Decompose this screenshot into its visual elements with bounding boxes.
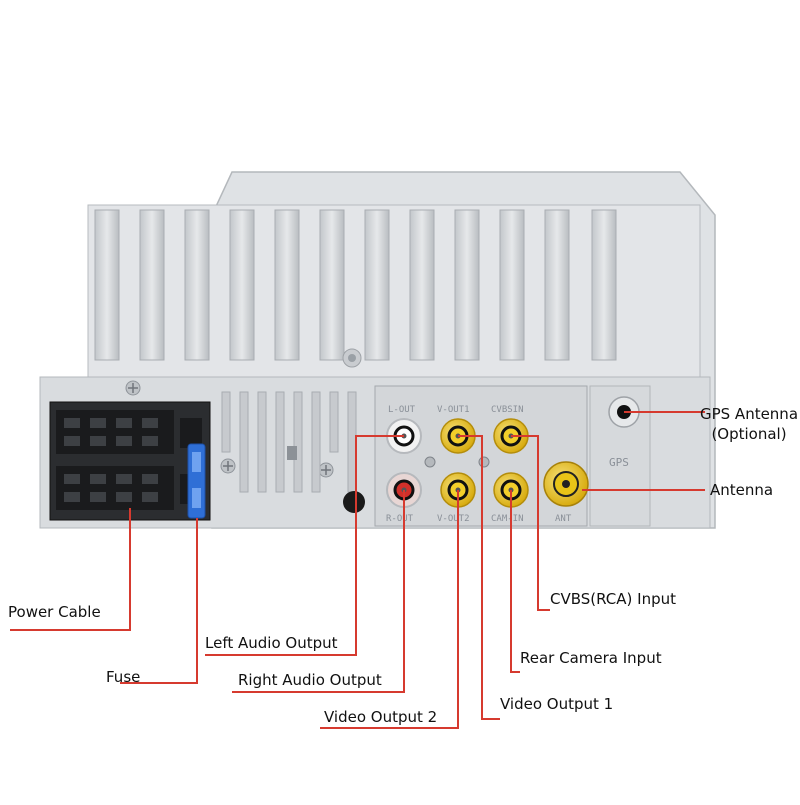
- callout-video-output-2: Video Output 2: [324, 708, 438, 726]
- leader-cvbs-in: [511, 435, 550, 611]
- vent-slots: [221, 391, 357, 493]
- small-screw-icon: [424, 456, 490, 468]
- silk-r-out: R-OUT: [386, 514, 414, 524]
- silk-ant: ANT: [555, 514, 572, 524]
- leader-power-cable: [10, 508, 131, 631]
- screw-icon: [318, 462, 334, 478]
- silk-v-out1: V-OUT1: [437, 405, 470, 415]
- silk-cam-in: CAM-IN: [491, 514, 524, 524]
- callout-right-audio-output: Right Audio Output: [238, 671, 382, 689]
- callout-antenna: Antenna: [710, 481, 774, 499]
- silk-cvbsin: CVBSIN: [491, 405, 524, 415]
- leader-video-out-1: [458, 435, 500, 720]
- silk-gps: GPS: [609, 456, 629, 469]
- leader-video-out-2: [320, 490, 459, 729]
- leader-right-audio: [232, 490, 405, 693]
- silk-l-out: L-OUT: [388, 405, 416, 415]
- silk-v-out2: V-OUT2: [437, 514, 470, 524]
- callout-gps-antenna: GPS Antenna (Optional): [699, 405, 799, 443]
- fuse-icon: [187, 443, 206, 519]
- mic-port: [343, 491, 365, 513]
- callout-fuse: Fuse: [106, 668, 141, 686]
- power-connector: [49, 401, 211, 521]
- screw-icon: [220, 458, 236, 474]
- leader-camera-in: [510, 490, 520, 673]
- callout-video-output-1: Video Output 1: [500, 695, 614, 713]
- antenna-jack: [543, 461, 589, 507]
- small-port: [287, 446, 297, 460]
- callout-rear-camera-input: Rear Camera Input: [520, 649, 662, 667]
- leader-lines: [10, 411, 705, 729]
- leader-fuse: [120, 518, 198, 684]
- screw-icon: [125, 380, 141, 396]
- callout-left-audio-output: Left Audio Output: [205, 634, 338, 652]
- callout-cvbs-input: CVBS(RCA) Input: [550, 590, 677, 608]
- callout-power-cable: Power Cable: [8, 603, 101, 621]
- leader-left-audio: [205, 435, 404, 656]
- heatsink-fins: [94, 209, 617, 368]
